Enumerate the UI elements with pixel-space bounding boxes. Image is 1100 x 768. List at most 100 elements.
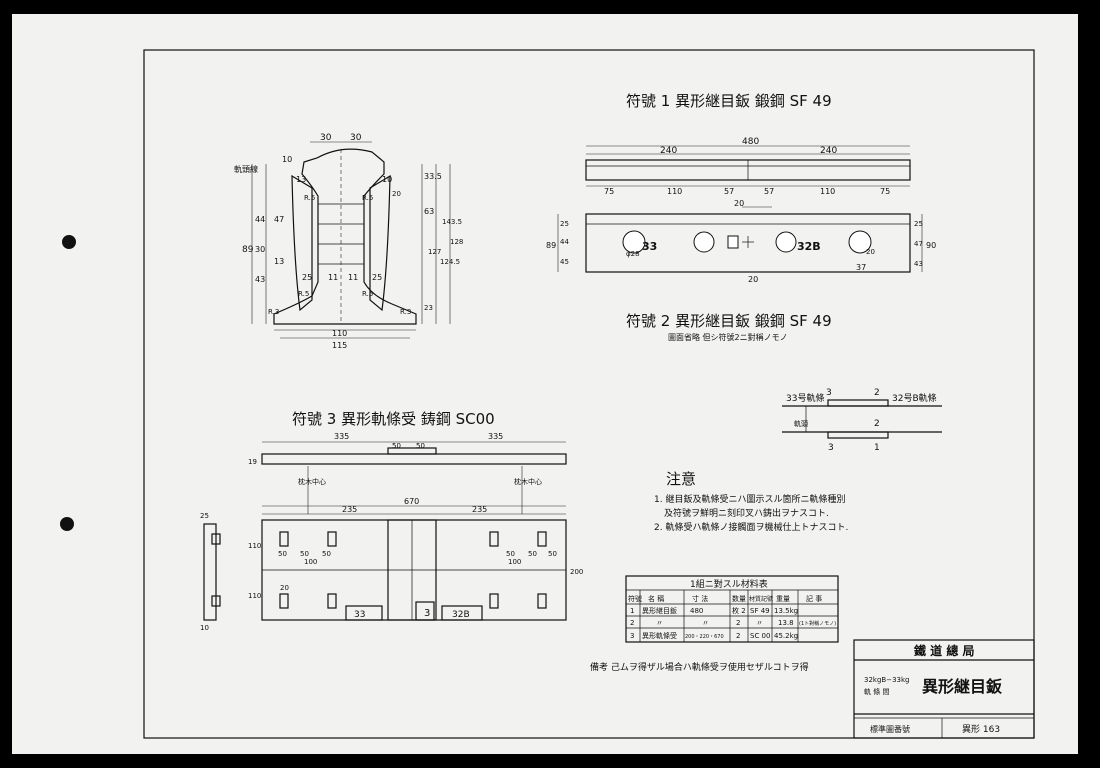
table-cell: 13.5kg bbox=[774, 607, 798, 615]
dim-label: 90 bbox=[926, 241, 936, 250]
dim-label: 75 bbox=[604, 187, 614, 196]
table-cell: (1ト對稱ノモノ) bbox=[799, 620, 836, 627]
section-label: 47 bbox=[274, 215, 284, 224]
table-header: 数量 bbox=[732, 594, 746, 603]
table-cell: 枚 2 bbox=[732, 606, 746, 615]
table-cell: 2 bbox=[736, 632, 740, 640]
table-header: 寸 法 bbox=[692, 594, 708, 603]
table-cell: 200・220・670 bbox=[685, 634, 724, 640]
section-label: 128 bbox=[450, 238, 463, 246]
mini-label-left: 33号軌條 bbox=[786, 392, 824, 404]
dim-label: 47 bbox=[914, 240, 923, 248]
table-row: 3 異形軌條受 200・220・670 2 SC 00 45.2kg bbox=[630, 631, 798, 640]
dim-label: 57 bbox=[724, 187, 734, 196]
part3-side-left: 枕木中心 bbox=[298, 477, 326, 486]
part3-right-label: 32B bbox=[452, 610, 470, 620]
section-label: R.3 bbox=[268, 308, 279, 316]
section-label: 軌頭線 bbox=[234, 164, 258, 174]
section-label: 33.5 bbox=[424, 172, 442, 181]
hole-label-32b: 32B bbox=[797, 240, 821, 253]
section-label: 20 bbox=[392, 190, 401, 198]
section-label: 44 bbox=[255, 215, 265, 224]
part3-center-label: 3 bbox=[424, 608, 430, 619]
mini-number: 2 bbox=[874, 419, 880, 429]
note-item: 2. 軌條受ハ軌條ノ接觸面ヲ機械仕上トナスコト. bbox=[654, 521, 848, 533]
table-header: 符號 bbox=[628, 594, 642, 603]
section-label: 25 bbox=[302, 273, 312, 282]
section-label: 127 bbox=[428, 248, 441, 256]
dim-label: 20 bbox=[280, 584, 289, 592]
table-header: 材質記號 bbox=[749, 595, 773, 603]
table-header: 重量 bbox=[776, 595, 790, 603]
dim-label: 50 bbox=[528, 550, 537, 558]
punch-hole-top bbox=[62, 235, 76, 249]
mini-number: 3 bbox=[826, 388, 832, 398]
table-cell: 異形軌條受 bbox=[642, 631, 677, 640]
note-item: 及符號ヲ鮮明ニ刻印叉ハ鋳出ヲナスコト. bbox=[664, 507, 829, 519]
dim-label: 50 bbox=[278, 550, 287, 558]
section-label: 23 bbox=[424, 304, 433, 312]
dim-label: 240 bbox=[820, 146, 837, 156]
table-cell: 480 bbox=[690, 607, 703, 615]
mini-number: 1 bbox=[874, 443, 880, 453]
section-label: R.5 bbox=[362, 290, 373, 298]
table-cell: SC 00 bbox=[750, 632, 770, 640]
note-item: 1. 継目鈑及軌條受ニハ圖示スル箇所ニ軌條種別 bbox=[654, 493, 845, 505]
standard-number: 異形 163 bbox=[962, 723, 1000, 735]
dim-label: 110 bbox=[667, 187, 682, 196]
section-label: 10 bbox=[382, 175, 392, 184]
section-label: R.5 bbox=[304, 194, 315, 202]
dim-label: 25 bbox=[200, 512, 209, 520]
table-cell: 45.2kg bbox=[774, 632, 798, 640]
dim-label: 100 bbox=[508, 558, 521, 566]
section-label: 110 bbox=[332, 329, 347, 338]
table-row: 2 〃 〃 2 〃 13.8 (1ト對稱ノモノ) bbox=[630, 619, 836, 627]
table-cell: SF 49 bbox=[750, 607, 770, 615]
dim-label: 44 bbox=[560, 238, 569, 246]
hole-label-33: 33 bbox=[642, 240, 657, 253]
dim-label: 50 bbox=[322, 550, 331, 558]
section-label: 89 bbox=[242, 245, 254, 255]
table-cell: 異形継目鈑 bbox=[642, 606, 677, 615]
table-cell: 〃 bbox=[756, 619, 763, 627]
section-label: 143.5 bbox=[442, 218, 462, 226]
dim-label: 20 bbox=[734, 199, 744, 208]
materials-table: 1組ニ對スル材料表 符號 名 稱 寸 法 数量 材質記號 重量 記 事 1 異形… bbox=[625, 575, 839, 643]
part1-top-view: 480 240 240 75 110 57 57 110 75 bbox=[585, 137, 911, 196]
dim-label: 37 bbox=[856, 263, 866, 272]
mini-number: 3 bbox=[828, 443, 834, 453]
section-label: 11 bbox=[348, 273, 358, 282]
section-label: 11 bbox=[328, 273, 338, 282]
dim-label: 50 bbox=[300, 550, 309, 558]
dim-label: 20 bbox=[866, 248, 875, 256]
mini-side-label: 軌頭 bbox=[794, 419, 808, 428]
dim-label: 235 bbox=[342, 505, 357, 514]
section-label: 43 bbox=[255, 275, 265, 284]
part3-views: 335 335 50 50 19 枕木中心 枕木中心 670 235 235 3… bbox=[200, 432, 583, 632]
table-cell: 〃 bbox=[656, 619, 663, 627]
dim-label: 335 bbox=[488, 432, 503, 441]
dim-label: 110 bbox=[248, 542, 261, 550]
dim-label: 25 bbox=[914, 220, 923, 228]
table-row: 1 異形継目鈑 480 枚 2 SF 49 13.5kg bbox=[630, 606, 798, 615]
section-label: 13 bbox=[296, 175, 306, 184]
section-label: 115 bbox=[332, 341, 347, 350]
section-label: 10 bbox=[282, 155, 292, 164]
title-block: 鐵 道 總 局 32kgB−33kg 軌 條 間 異形継目鈑 標準圖番號 異形 … bbox=[853, 639, 1035, 739]
section-label: 30 bbox=[255, 245, 265, 254]
section-label: R.3 bbox=[400, 308, 411, 316]
dim-label: 240 bbox=[660, 146, 677, 156]
table-header: 記 事 bbox=[806, 594, 822, 603]
dim-label: 89 bbox=[546, 241, 556, 250]
dim-label: 335 bbox=[334, 432, 349, 441]
table-cell: 2 bbox=[630, 619, 634, 627]
dim-label: 25 bbox=[560, 220, 569, 228]
section-label: 13 bbox=[274, 257, 284, 266]
remark-text: 備考 己ムヲ得ザル場合ハ軌條受ヲ使用セザルコトヲ得 bbox=[590, 661, 809, 673]
rail-cross-section: 30 30 軌頭線 10 13 10 33.5 63 89 30 44 47 4… bbox=[234, 133, 463, 350]
dim-label: 670 bbox=[404, 497, 419, 506]
rail-type: 32kgB−33kg bbox=[864, 676, 909, 684]
table-cell: 〃 bbox=[702, 619, 709, 627]
dim-label: 200 bbox=[570, 568, 583, 576]
dim-label: 43 bbox=[914, 260, 923, 268]
